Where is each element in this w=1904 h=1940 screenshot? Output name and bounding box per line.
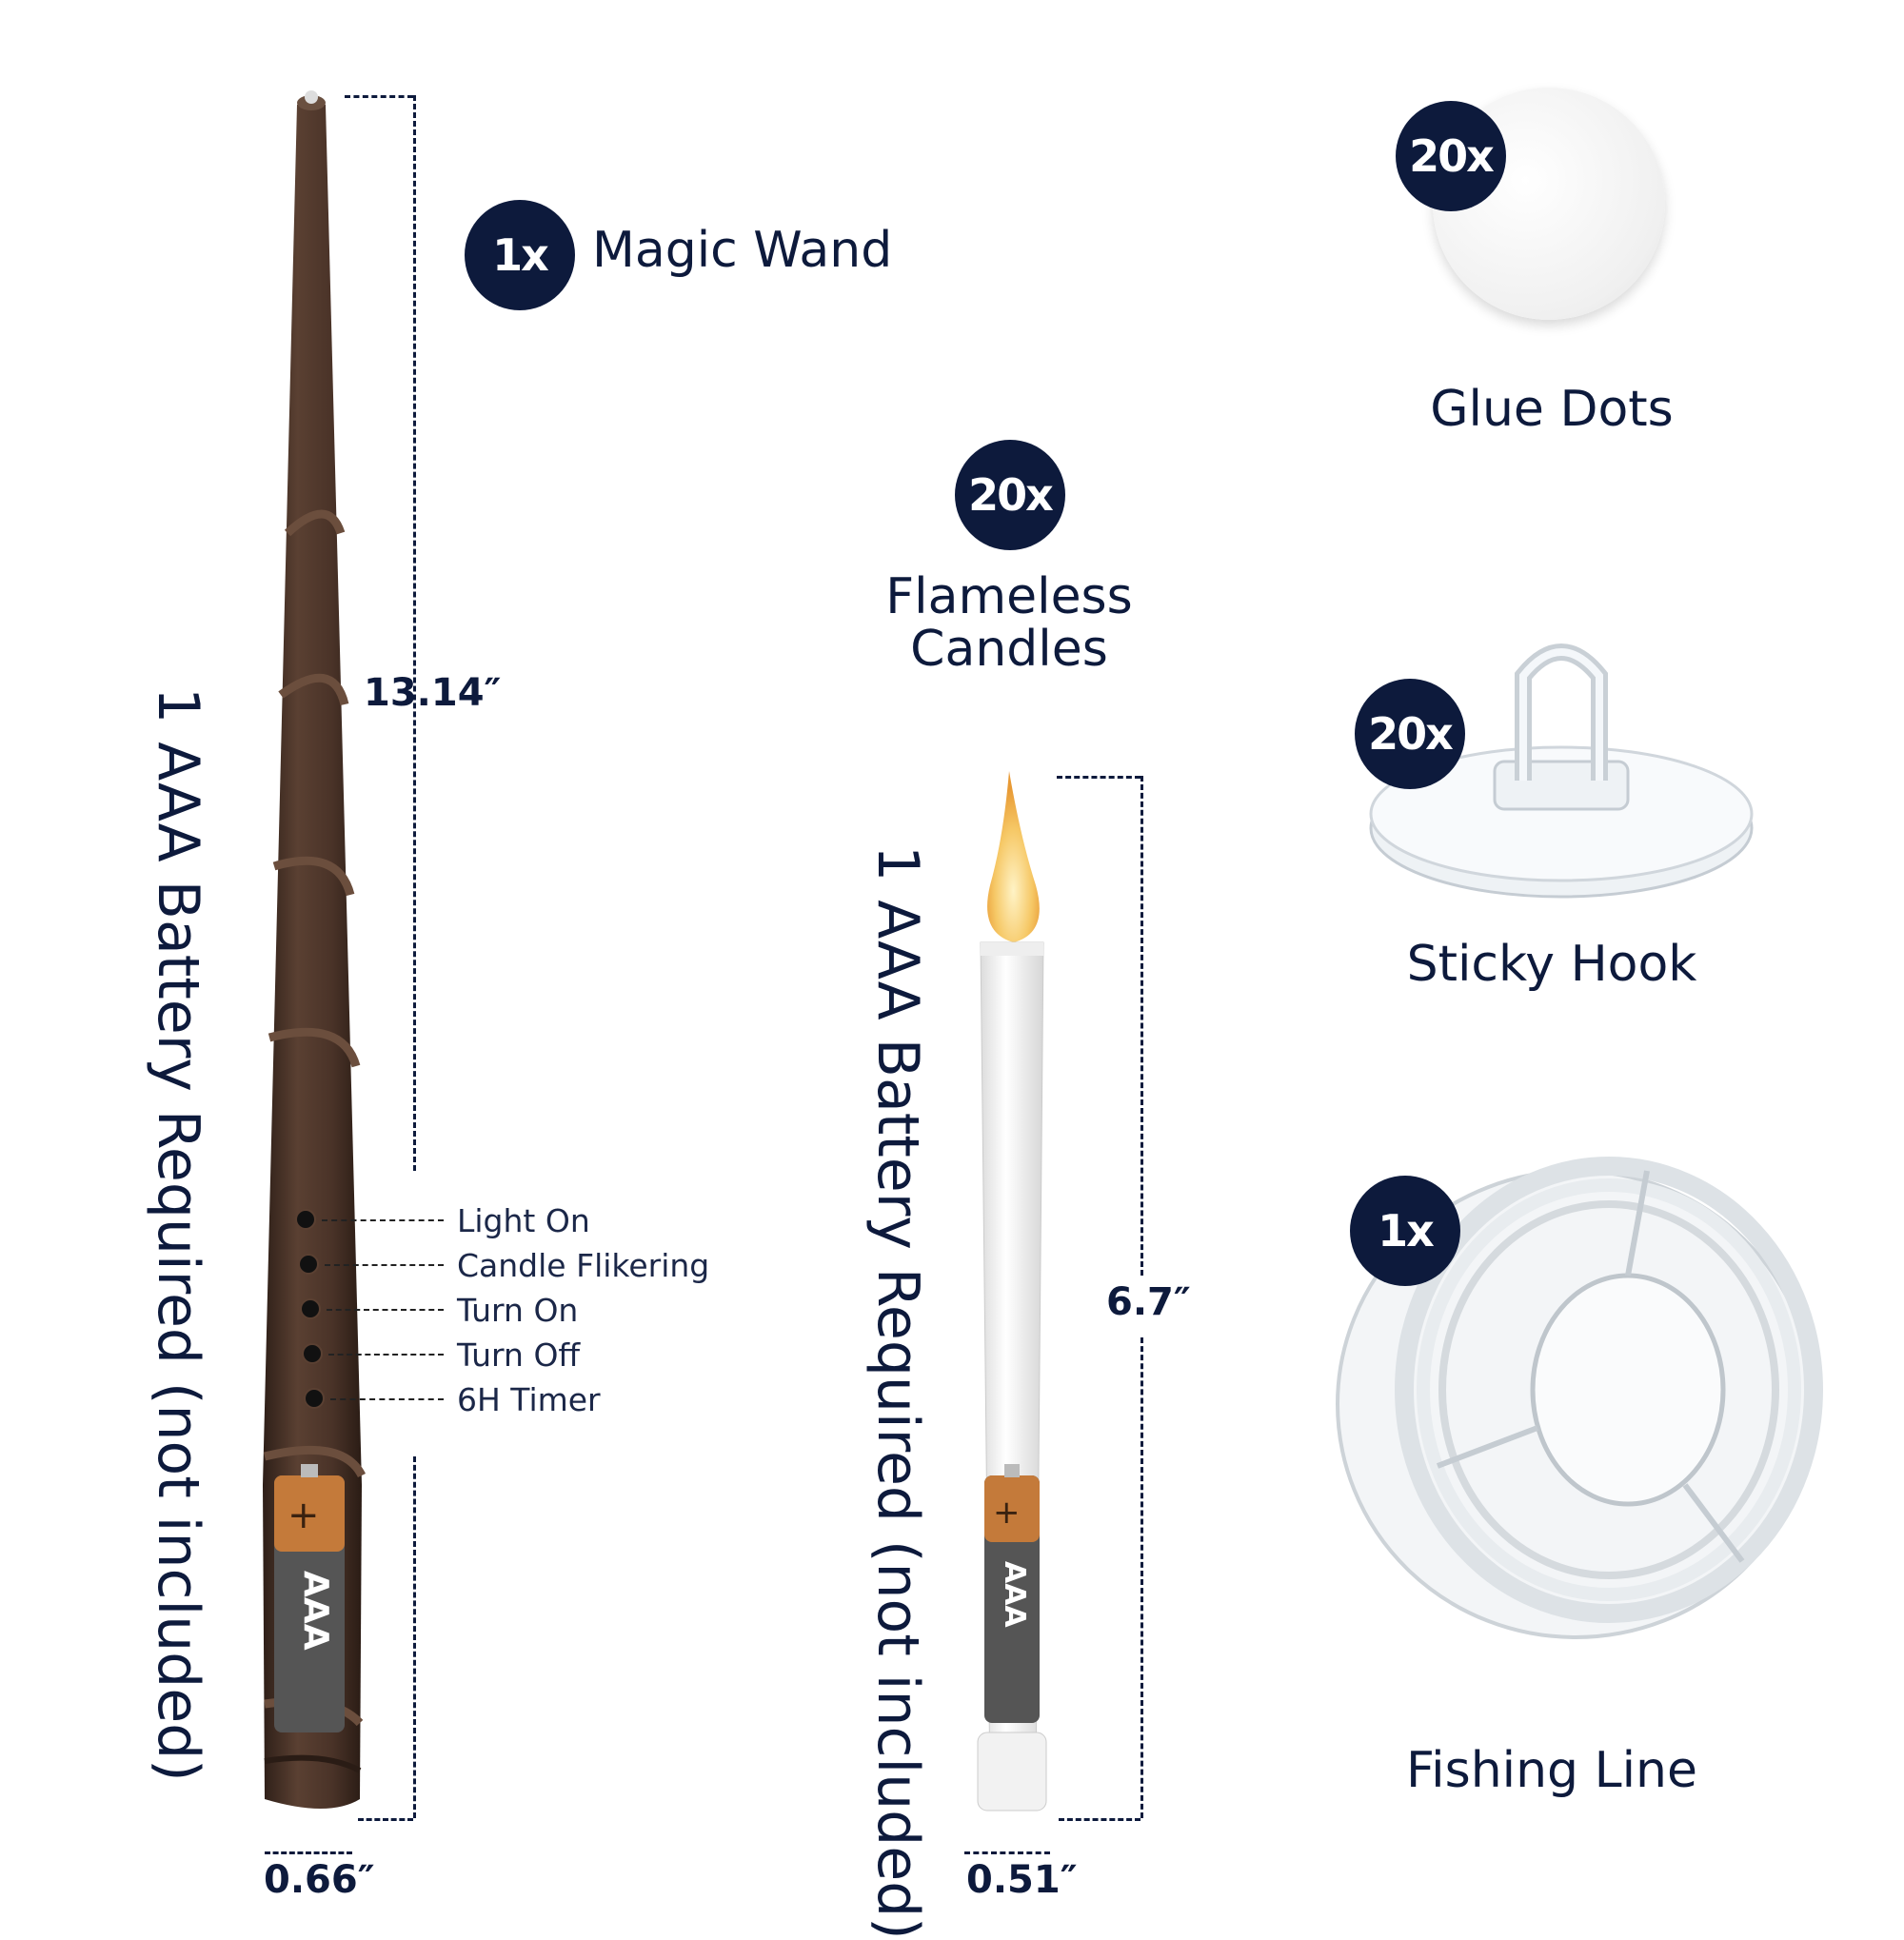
- wand-button-turn-off[interactable]: [302, 1343, 323, 1364]
- leader-line: [325, 1264, 444, 1266]
- button-label-turn-off: Turn Off: [457, 1336, 581, 1374]
- button-label-turn-on: Turn On: [457, 1292, 579, 1329]
- dimension-line: [1140, 776, 1143, 1276]
- glue-dots-name: Glue Dots: [1430, 381, 1674, 438]
- wand-button-light-on[interactable]: [295, 1209, 316, 1230]
- button-label-flicker: Candle Flikering: [457, 1247, 710, 1284]
- sticky-hook-count-badge: 20x: [1355, 679, 1465, 789]
- flameless-candle-illustration: + AAA: [977, 771, 1047, 1811]
- dimension-line: [1140, 1337, 1143, 1818]
- wand-button-turn-on[interactable]: [300, 1298, 321, 1319]
- button-label-timer: 6H Timer: [457, 1381, 601, 1418]
- candle-name-line1: Flameless: [885, 568, 1133, 625]
- dimension-line: [345, 95, 413, 98]
- candle-count-badge: 20x: [955, 440, 1065, 550]
- wand-name: Magic Wand: [592, 222, 893, 279]
- candle-battery-type: AAA: [998, 1561, 1031, 1628]
- wand-button-timer[interactable]: [304, 1388, 325, 1409]
- sticky-hook-illustration: [1369, 643, 1754, 899]
- fishing-line-name: Fishing Line: [1406, 1742, 1697, 1799]
- wand-battery-type: AAA: [296, 1571, 335, 1651]
- leader-line: [328, 1354, 444, 1356]
- fishing-line-spool-illustration: [1336, 1157, 1823, 1639]
- glue-dots-count-badge: 20x: [1396, 101, 1506, 211]
- dimension-line: [413, 1456, 416, 1818]
- fishing-line-count-badge: 1x: [1350, 1176, 1460, 1286]
- dimension-line: [964, 1851, 1050, 1854]
- wand-count-badge: 1x: [465, 200, 575, 310]
- button-label-light-on: Light On: [457, 1202, 590, 1239]
- magic-wand-illustration: + AAA: [263, 90, 367, 1809]
- wand-battery-note: 1 AAA Battery Required (not included): [145, 687, 211, 1782]
- candle-name-line2: Candles: [910, 621, 1108, 678]
- dimension-line: [358, 1818, 413, 1821]
- leader-line: [322, 1219, 444, 1221]
- svg-text:+: +: [288, 1494, 320, 1537]
- dimension-line: [265, 1851, 352, 1854]
- leader-line: [330, 1398, 444, 1400]
- candle-battery-note: 1 AAA Battery Required (not included): [864, 845, 931, 1940]
- dimension-line: [413, 95, 416, 1171]
- candle-width: 0.51″: [966, 1858, 1078, 1902]
- wand-button-flicker[interactable]: [298, 1254, 319, 1275]
- dimension-line: [1059, 1818, 1140, 1821]
- svg-text:+: +: [993, 1494, 1021, 1532]
- sticky-hook-name: Sticky Hook: [1406, 936, 1697, 993]
- leader-line: [327, 1309, 444, 1311]
- wand-length: 13.14″: [364, 671, 502, 715]
- candle-length: 6.7″: [1106, 1280, 1191, 1324]
- dimension-line: [1057, 776, 1140, 779]
- wand-width: 0.66″: [264, 1858, 375, 1902]
